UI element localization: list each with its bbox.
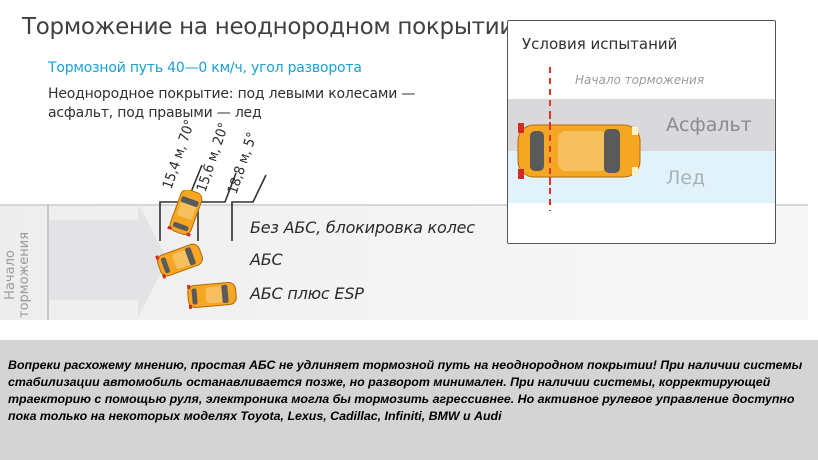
conditions-title: Условия испытаний: [522, 35, 678, 53]
car-no-abs: [167, 190, 203, 237]
direction-arrow: [48, 204, 168, 316]
caption-text: Вопреки расхожему мнению, простая АБС не…: [8, 358, 803, 423]
test-car: [517, 123, 641, 179]
row-label-abs: АБС: [250, 250, 283, 269]
diagram-subtitle: Тормозной путь 40—0 км/ч, угол разворота: [48, 60, 362, 76]
conditions-start-label: Начало торможения: [575, 73, 705, 87]
car-abs-esp: [187, 282, 237, 310]
ice-label: Лед: [666, 167, 706, 189]
distance-markers: [159, 164, 267, 241]
braking-start-label: Начало торможения: [3, 231, 32, 318]
braking-start-line2: торможения: [17, 231, 32, 318]
start-line: [47, 204, 49, 320]
surface-description: Неоднородное покрытие: под левыми колеса…: [48, 86, 416, 121]
row-label-no-abs: Без АБС, блокировка колес: [250, 218, 475, 237]
braking-start-line1: Начало: [3, 250, 18, 300]
row-label-abs-esp: АБС плюс ESP: [250, 284, 364, 303]
diagram-title: Торможение на неоднородном покрытии: [22, 14, 515, 40]
cars-group: [155, 190, 237, 310]
asphalt-label: Асфальт: [666, 114, 752, 136]
caption-panel: Вопреки расхожему мнению, простая АБС не…: [0, 340, 818, 460]
test-conditions-panel: Условия испытаний Начало торможения Асфа…: [507, 20, 776, 244]
conditions-graphic: [517, 67, 641, 211]
car-abs: [155, 243, 203, 279]
